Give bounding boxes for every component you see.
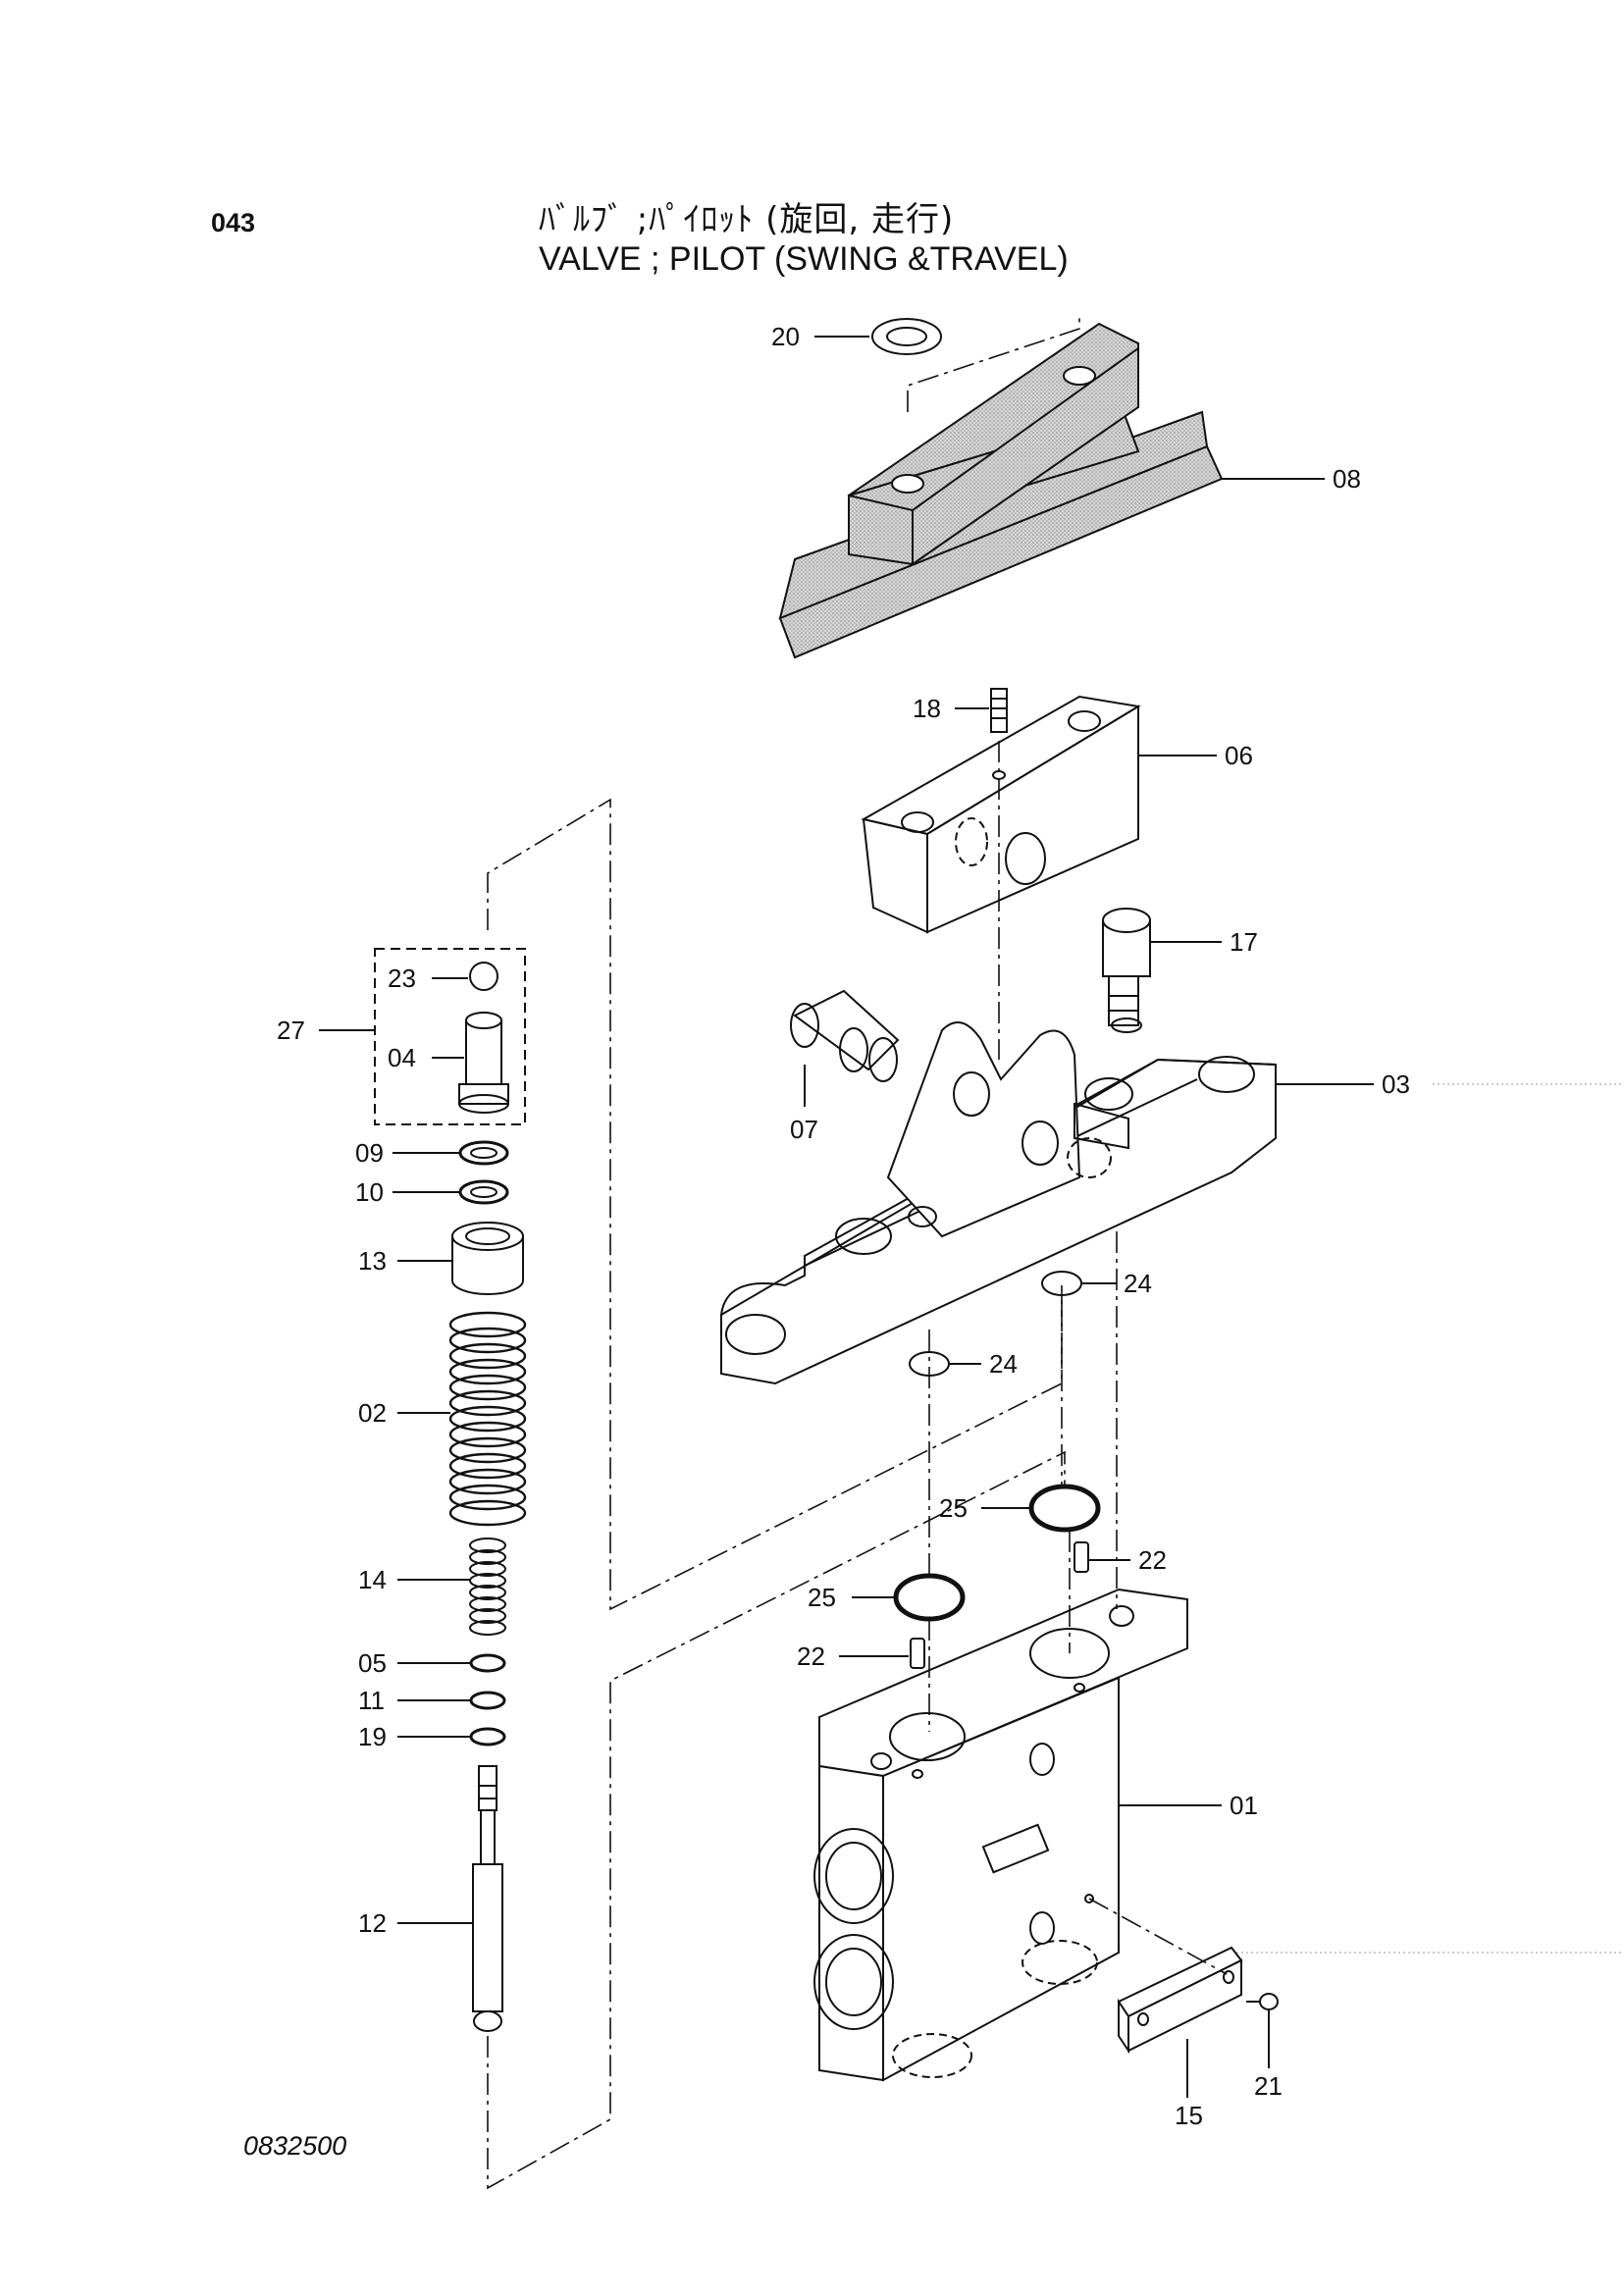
o-ring-part-25-b (893, 1573, 966, 1622)
washer-part-11 (469, 1691, 506, 1710)
callout-09: 09 (355, 1138, 384, 1168)
ball-part-23 (469, 962, 498, 991)
callout-12: 12 (358, 1908, 387, 1938)
callout-15: 15 (1175, 2101, 1203, 2130)
callout-25-upper: 25 (939, 1493, 968, 1523)
callout-22-lower: 22 (797, 1642, 825, 1671)
cover-plate-part-15 (1117, 1946, 1243, 2055)
callout-24-lower: 24 (989, 1349, 1018, 1379)
callout-06: 06 (1225, 741, 1253, 770)
callout-05: 05 (358, 1648, 387, 1678)
callout-18: 18 (913, 694, 941, 723)
callout-23: 23 (388, 964, 416, 993)
callout-04: 04 (388, 1043, 416, 1072)
o-ring-part-25-a (1028, 1484, 1101, 1533)
callout-10: 10 (355, 1177, 384, 1207)
title-japanese: ﾊﾞﾙﾌﾞ ;ﾊﾟｲﾛｯﾄ (旋回, 走行) (539, 200, 955, 239)
screw-part-21 (1246, 1993, 1279, 2010)
spring-pin-part-22-a (1074, 1541, 1089, 1573)
title-english: VALVE ; PILOT (SWING &TRAVEL) (539, 240, 1069, 278)
plate-part-03 (720, 1021, 1277, 1385)
collar-part-13 (451, 1222, 524, 1295)
spring-part-14 (469, 1538, 506, 1636)
spring-pin-part-22-b (910, 1638, 925, 1669)
washer-part-05 (469, 1653, 506, 1673)
callout-25-lower: 25 (808, 1583, 836, 1612)
assembly-lines (487, 314, 1228, 2190)
callout-20: 20 (771, 322, 800, 351)
scan-edge-lines (1236, 1083, 1624, 1954)
callout-13: 13 (358, 1246, 387, 1276)
cover-part-08 (778, 322, 1224, 659)
callout-11: 11 (358, 1686, 385, 1715)
bolt-part-17 (1102, 908, 1151, 1033)
callout-07: 07 (790, 1115, 818, 1144)
leader-lines (319, 336, 1374, 2098)
callout-27: 27 (277, 1016, 305, 1045)
washer-part-19 (469, 1727, 506, 1747)
callout-02: 02 (358, 1398, 387, 1428)
callout-01: 01 (1230, 1791, 1258, 1820)
valve-body-part-01 (813, 1588, 1188, 2082)
lever-block-part-06 (861, 695, 1141, 934)
washer-part-10 (458, 1179, 509, 1205)
subassembly-box-27 (374, 948, 526, 1125)
page-number: 043 (211, 208, 256, 237)
spring-part-02 (448, 1311, 527, 1527)
callout-08: 08 (1333, 464, 1361, 494)
set-screw-part-18 (990, 688, 1008, 733)
spool-part-04 (458, 1012, 509, 1114)
callout-14: 14 (358, 1565, 387, 1594)
callout-19: 19 (358, 1722, 387, 1751)
pin-part-07 (790, 989, 900, 1082)
washer-part-20 (871, 318, 942, 355)
callout-17: 17 (1230, 927, 1258, 957)
document-code: 0832500 (243, 2131, 347, 2161)
callout-21: 21 (1254, 2071, 1283, 2101)
spool-part-12 (472, 1765, 503, 2032)
callout-22-upper: 22 (1138, 1545, 1167, 1575)
callout-24-upper: 24 (1124, 1269, 1152, 1298)
callout-03: 03 (1382, 1069, 1410, 1099)
washer-part-09 (458, 1140, 509, 1166)
